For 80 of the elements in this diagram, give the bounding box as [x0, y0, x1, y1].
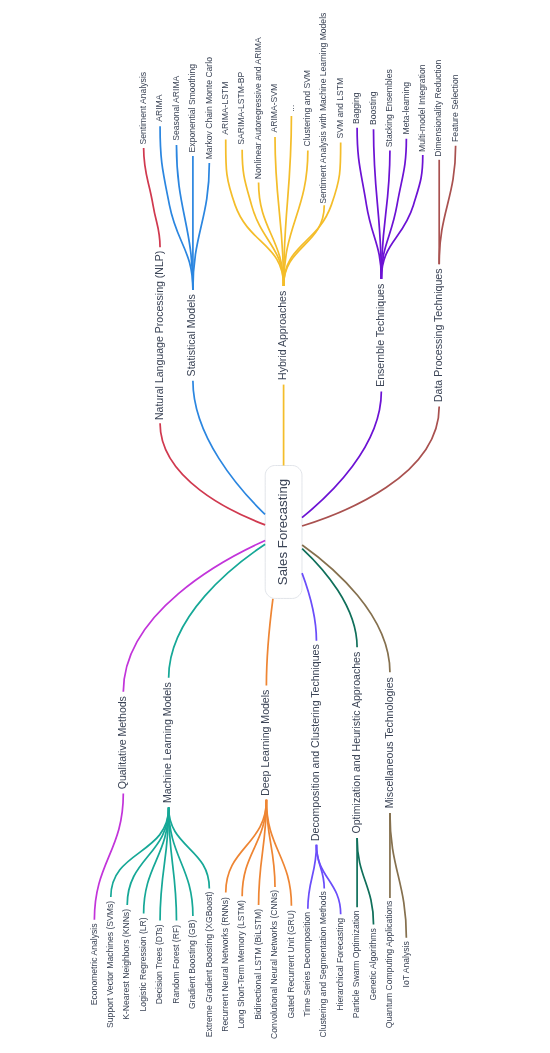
node-text: Decision Trees (DTs): [154, 924, 165, 1005]
connector: [257, 798, 268, 906]
connector: [356, 837, 375, 926]
connector: [301, 547, 358, 649]
node-text: K-Nearest Neighbors (KNNs): [121, 908, 132, 1020]
node-text: Genetic Algorithms: [367, 928, 378, 1001]
connector: [93, 792, 125, 921]
connector: [224, 798, 268, 894]
node-text: Extreme Gradient Boosting (XGBoost): [203, 891, 214, 1038]
node-text: Sentiment Analysis: [137, 71, 148, 145]
node-text: Natural Language Processing (NLP): [152, 250, 165, 421]
node-text: SVM and LSTM: [334, 77, 345, 139]
connector: [167, 543, 266, 679]
connector: [265, 597, 274, 687]
node-text: Long Short-Term Memory (LSTM): [236, 900, 247, 1029]
node-text: SARIMA-LSTM-BP: [236, 71, 247, 145]
node-text: ...: [285, 104, 296, 112]
node-text: Gradient Boosting (GB): [187, 919, 198, 1010]
node-text: Machine Learning Models: [161, 682, 174, 804]
node-text: Miscellaneous Technologies: [382, 677, 395, 809]
node-text: IoT Analysis: [400, 941, 411, 988]
node-text: Hybrid Approaches: [276, 290, 289, 380]
connector: [389, 812, 408, 939]
node-text: Optimization and Heuristic Approaches: [349, 651, 362, 834]
node-text: Ensemble Techniques: [373, 283, 386, 387]
node-text: Seasonal ARIMA: [170, 75, 181, 141]
node-text: Bagging: [351, 92, 362, 124]
connector: [282, 383, 285, 467]
connector: [372, 128, 383, 280]
connector: [282, 141, 342, 287]
node-text: Data Processing Techniques: [431, 268, 444, 403]
node-text: ARIMA-SVM: [269, 83, 280, 133]
connector: [301, 544, 391, 674]
connector: [167, 806, 211, 890]
connector: [356, 126, 383, 280]
node-text: Feature Selection: [449, 74, 460, 142]
node-text: Markov Chain Monte Carlo: [203, 57, 214, 160]
node-text: Clustering and Segmentation Methods: [318, 891, 329, 1038]
node-text: Boosting: [367, 91, 378, 125]
node-text: Random Forest (RF): [170, 924, 181, 1004]
connector: [142, 147, 161, 249]
node-text: Clustering and SVM: [302, 69, 313, 147]
node-text: Gated Recurrent Unit (GRU): [285, 910, 296, 1019]
node-text: Decomposition and Clustering Techniques: [309, 644, 322, 842]
node-text: Sentiment Analysis with Machine Learning Models: [318, 12, 329, 204]
node-text: Recurrent Neural Networks (RNNs): [219, 897, 230, 1032]
node-text: Support Vector Machines (SVMs): [104, 900, 115, 1028]
node-text: ARIMA-LSTM: [219, 81, 230, 135]
node-text: Quantum Computing Applications: [384, 900, 395, 1029]
node-text: Statistical Models: [185, 294, 198, 377]
node-text: Logistic Regression (LR): [137, 917, 148, 1012]
node-text: Exponential Smoothing: [187, 63, 198, 153]
connector: [122, 539, 267, 693]
node-text: Nonlinear Autoregressive and ARIMA: [252, 37, 263, 180]
connector: [315, 843, 342, 916]
connector: [192, 162, 211, 291]
node-box: Sales Forecasting: [264, 465, 303, 599]
connector: [380, 154, 424, 280]
node-text: Qualitative Methods: [115, 696, 128, 790]
connector: [159, 422, 266, 526]
node-text: Bidirectional LSTM (BiLSTM): [252, 908, 263, 1020]
node-text: Stacking Ensembles: [384, 69, 395, 148]
connector: [265, 798, 293, 907]
node-text: Multi-model Integration: [416, 64, 427, 152]
connector: [380, 149, 391, 280]
node-text: Convolutional Neural Networks (CNNs): [269, 889, 280, 1039]
node-text: Meta-learning: [400, 81, 411, 135]
node-text: Hierarchical Forecasting: [334, 918, 345, 1011]
node-text: Particle Swarm Optimization: [351, 910, 362, 1019]
connector: [438, 144, 457, 266]
node-text: ARIMA: [154, 94, 165, 122]
connector: [301, 390, 383, 519]
node-text: Time Series Decomposition: [302, 911, 313, 1017]
node-text: Econometric Analysis: [88, 923, 99, 1006]
node-text: Dimensionality Reduction: [433, 59, 444, 157]
connector: [380, 137, 408, 280]
connector: [301, 405, 441, 527]
node-text: Deep Learning Models: [258, 689, 271, 796]
connector: [192, 379, 266, 516]
connector: [301, 572, 318, 642]
